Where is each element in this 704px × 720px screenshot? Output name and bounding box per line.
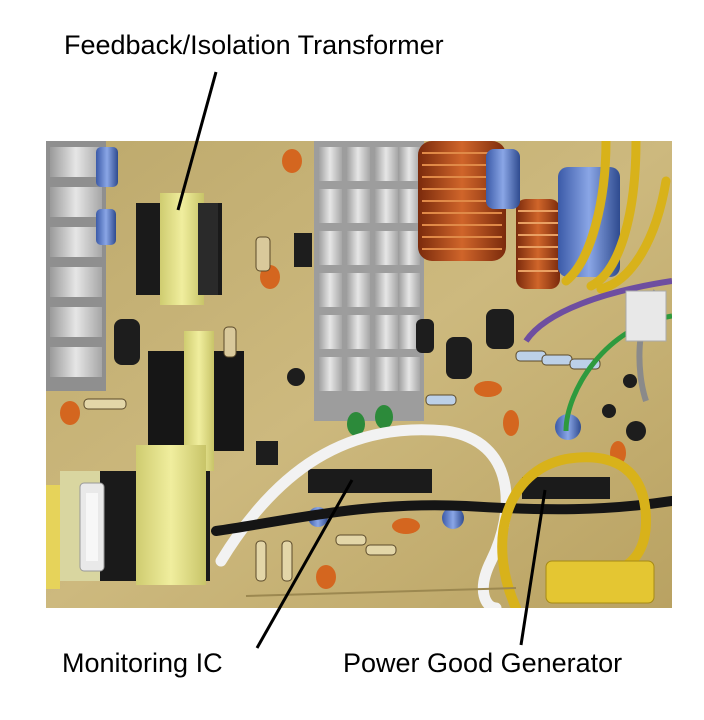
yellow-x-capacitor (545, 560, 655, 604)
connector (625, 290, 667, 342)
monitoring-ic (308, 469, 432, 493)
purple-wire (523, 278, 672, 343)
circuit-board-photo (46, 141, 672, 608)
label-power-good-generator: Power Good Generator (343, 648, 623, 678)
heatsink-center (314, 141, 424, 421)
power-good-ic (522, 477, 610, 499)
white-wire (215, 424, 512, 608)
black-capacitors (114, 309, 514, 379)
heatsink-left (46, 141, 106, 391)
orange-capacitors (60, 149, 626, 589)
copper-inductor (418, 141, 506, 261)
middle-transformer (148, 331, 244, 471)
label-monitoring-ic: Monitoring IC (62, 648, 223, 678)
fuse (79, 482, 105, 572)
green-capacitors (347, 405, 393, 436)
label-feedback-isolation-transformer: Feedback/Isolation Transformer (64, 30, 444, 60)
main-transformer (60, 445, 210, 585)
feedback-transformer (136, 193, 222, 305)
small-coil (516, 199, 560, 289)
transistors (256, 233, 646, 465)
yellow-wires-top (561, 141, 671, 294)
yellow-capacitor-left (46, 485, 60, 589)
